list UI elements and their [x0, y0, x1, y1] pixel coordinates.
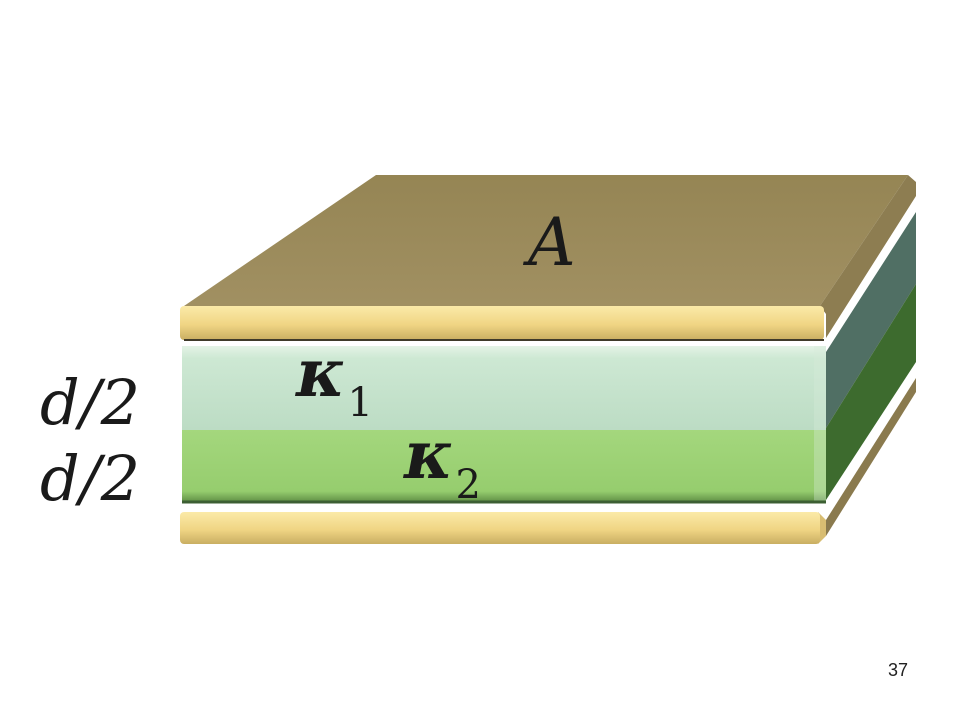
- dielectric-2-label: κ2: [402, 416, 481, 508]
- dielectric-2-front-face: [182, 430, 826, 502]
- dielectric-1-subscript: 1: [347, 380, 372, 426]
- top-plate-side-face: [820, 175, 916, 338]
- dielectric-slab: [182, 212, 916, 504]
- top-plate: [180, 175, 916, 341]
- bottom-plate: [180, 378, 916, 544]
- top-plate-top-face: [184, 175, 908, 306]
- dielectric-2-symbol: κ: [402, 416, 453, 494]
- page-number: 37: [887, 660, 908, 680]
- top-plate-front-edge: [180, 306, 824, 340]
- top-layer-thickness-label: d/2: [40, 366, 140, 439]
- dielectric-2-side-face: [826, 284, 916, 500]
- dielectric-1-front-face: [182, 346, 826, 430]
- bottom-plate-front-edge: [180, 512, 820, 544]
- dielectric-1-label: κ1: [294, 334, 373, 426]
- dielectric-1-symbol: κ: [294, 334, 345, 412]
- dielectric-2-subscript: 2: [455, 462, 480, 508]
- dielectric-1-side-face: [826, 212, 916, 428]
- bottom-layer-thickness-label: d/2: [40, 442, 140, 515]
- plate-area-label: A: [522, 204, 576, 281]
- dielectric-right-edge-highlight: [814, 346, 826, 502]
- bottom-plate-side-face: [826, 378, 916, 536]
